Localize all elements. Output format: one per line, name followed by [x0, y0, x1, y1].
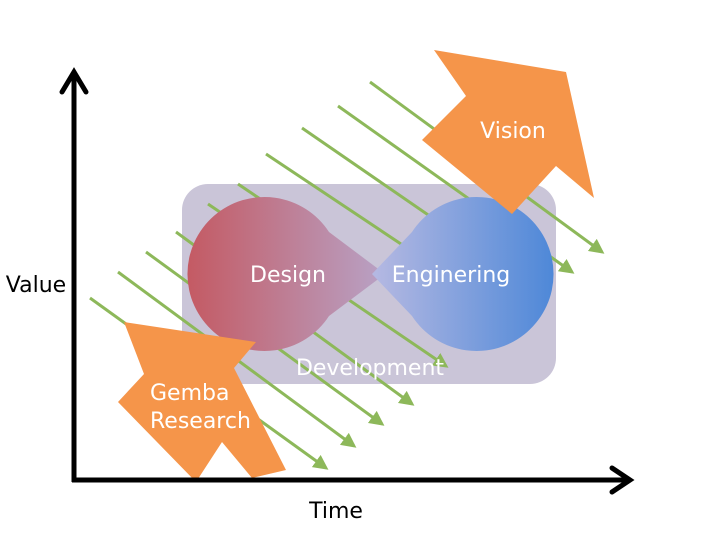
- development-label: Development: [296, 356, 444, 381]
- vision-arrow: [422, 50, 594, 214]
- gemba-label-line2: Research: [150, 409, 251, 434]
- axes: [59, 67, 635, 495]
- y-axis-arrowhead: [59, 67, 89, 95]
- vision-label: Vision: [480, 119, 546, 144]
- engineering-lobe: [372, 197, 554, 351]
- gemba-label-line1: Gemba: [150, 381, 229, 406]
- engineering-label: Enginering: [392, 263, 510, 288]
- y-axis-label: Value: [6, 273, 66, 298]
- gemba-arrow: [118, 322, 286, 482]
- x-axis-arrowhead: [609, 465, 635, 495]
- design-lobe: [187, 197, 385, 351]
- design-label: Design: [250, 263, 326, 288]
- x-axis-label: Time: [308, 499, 363, 524]
